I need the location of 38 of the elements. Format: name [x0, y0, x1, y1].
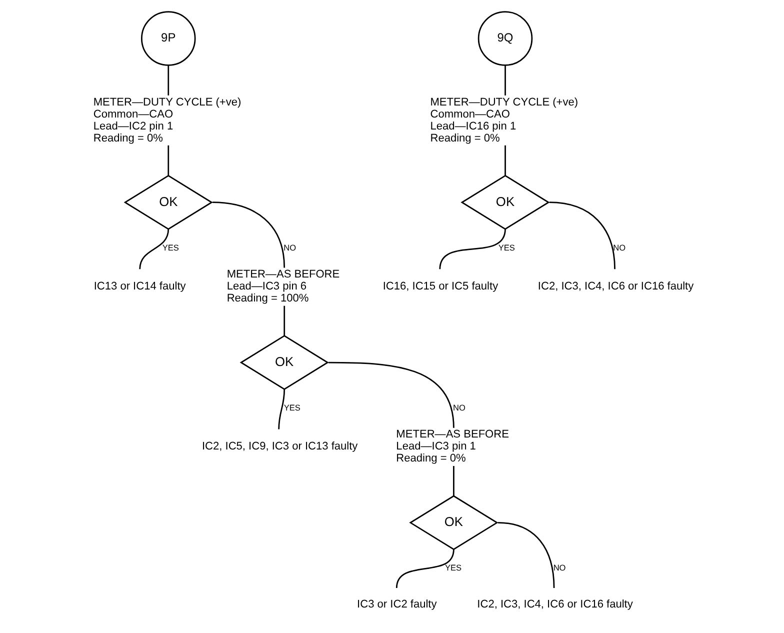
connector: [138, 228, 169, 270]
connector: [438, 228, 506, 270]
edge-label: NO: [452, 404, 465, 413]
connector: [497, 522, 554, 588]
connector: [283, 306, 285, 336]
node-text: METER—AS BEFORE Lead—IC3 pin 1 Reading = 0%: [396, 428, 508, 465]
edge-label: YES: [444, 564, 462, 573]
connector: [167, 145, 169, 176]
node-text: METER—DUTY CYCLE (+ve) Common—CAO Lead—IC16 pin 1 Reading = 0%: [430, 96, 578, 144]
node-diamond: OK: [460, 174, 550, 230]
connector: [452, 466, 454, 496]
node-text: IC3 or IC2 faulty: [356, 598, 436, 610]
connector: [328, 362, 454, 428]
node-circle: 9P: [140, 11, 196, 66]
connector: [395, 549, 454, 588]
node-text: IC2, IC3, IC4, IC6 or IC16 faulty: [476, 598, 632, 610]
connector: [504, 145, 506, 176]
node-text: METER—AS BEFORE Lead—IC3 pin 6 Reading = 100%: [226, 268, 340, 304]
node-diamond: OK: [408, 495, 498, 550]
edge-label: NO: [552, 564, 566, 573]
node-text: IC16, IC15 or IC5 faulty: [382, 280, 498, 292]
node-circle: 9Q: [477, 11, 532, 66]
edge-label: YES: [162, 243, 178, 252]
node-text: IC13 or IC14 faulty: [93, 280, 186, 292]
node-diamond: OK: [239, 335, 328, 390]
edge-label: YES: [498, 243, 514, 252]
node-text: IC2, IC3, IC4, IC6 or IC16 faulty: [537, 280, 694, 292]
node-diamond: OK: [123, 174, 212, 230]
connector: [548, 202, 615, 270]
connector: [167, 65, 169, 96]
connector: [278, 389, 285, 430]
connector: [212, 202, 285, 268]
edge-label: NO: [283, 243, 296, 252]
edge-label: NO: [612, 243, 626, 252]
node-text: IC2, IC5, IC9, IC3 or IC13 faulty: [201, 440, 358, 453]
connector: [504, 65, 506, 96]
edge-label: YES: [283, 404, 300, 413]
node-text: METER—DUTY CYCLE (+ve) Common—CAO Lead—IC2 pin 1 Reading = 0%: [92, 96, 241, 144]
